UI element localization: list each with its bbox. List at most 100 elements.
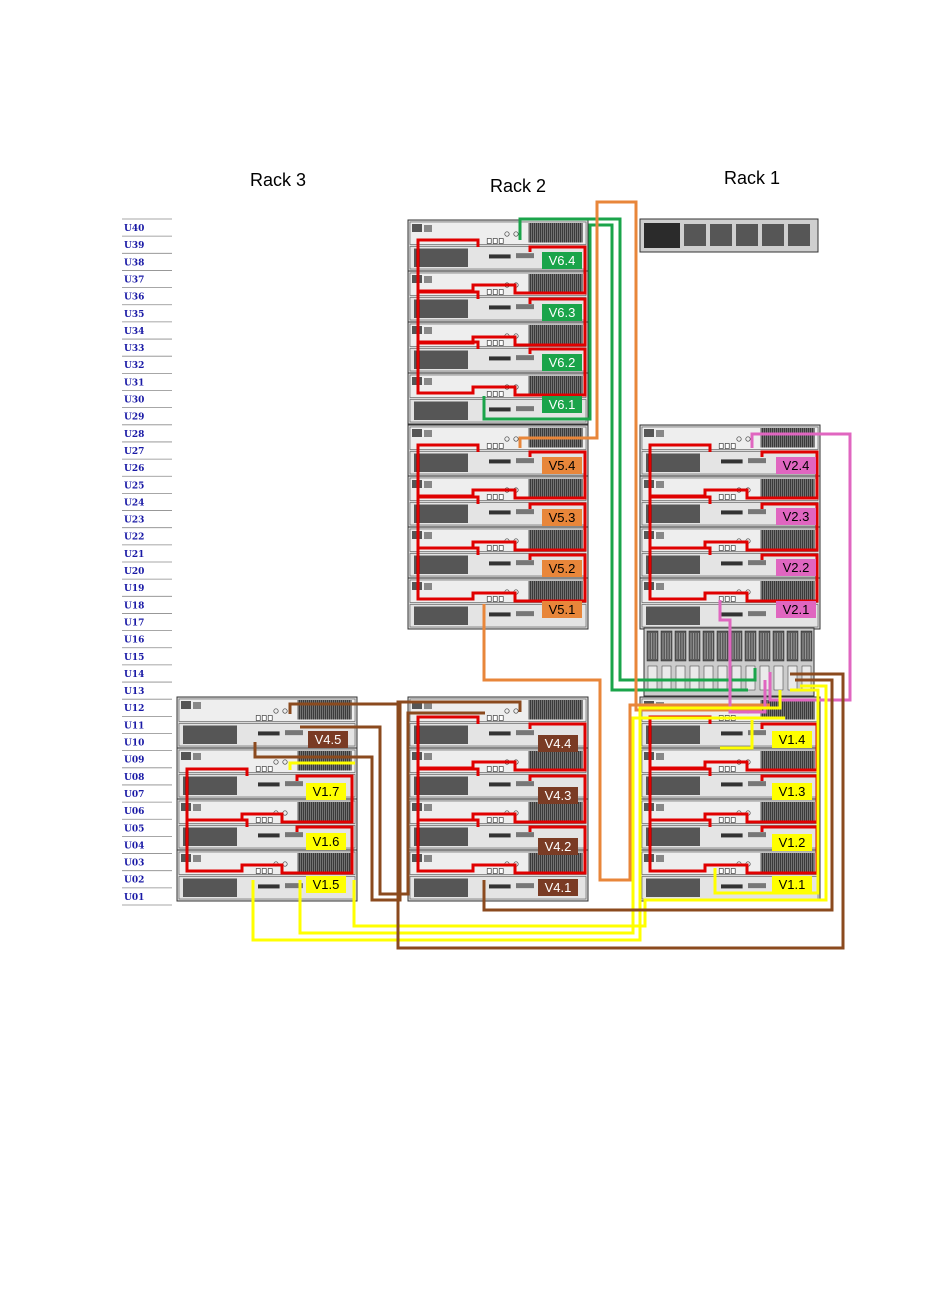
sas-port (730, 868, 736, 874)
sas-port (718, 766, 724, 772)
u-label: U03 (124, 859, 144, 869)
sas-port (730, 545, 736, 551)
port-block (516, 781, 534, 787)
port-block (721, 459, 743, 464)
switch-port (773, 665, 784, 691)
volume-label-bg (776, 508, 816, 525)
sas-port (486, 238, 492, 244)
volume-label-bg (542, 354, 582, 371)
sas-port (486, 596, 492, 602)
brown-cable (482, 678, 834, 912)
port-block (656, 532, 664, 539)
sas-port (486, 817, 492, 823)
port-block (516, 406, 534, 412)
sas-port (492, 289, 498, 295)
volume-label: V4.2 (538, 838, 578, 855)
u-label: U35 (124, 310, 144, 320)
drive-bay (528, 223, 583, 243)
volume-label-bg (776, 457, 816, 474)
port-block (748, 883, 766, 889)
port-block (193, 702, 201, 709)
volume-label: V5.1 (542, 601, 582, 618)
sas-port (498, 817, 504, 823)
port-block (489, 561, 511, 566)
drive-bay (414, 350, 468, 369)
u-label: U39 (124, 241, 144, 251)
switch-module (702, 630, 715, 662)
yellow-cable (713, 688, 820, 895)
port-block (721, 884, 743, 889)
switch-port (703, 665, 714, 691)
drive-bay (760, 581, 815, 601)
rack3-title: Rack 3 (250, 170, 306, 190)
port-block (285, 883, 303, 889)
volume-label-text: V4.5 (315, 732, 342, 747)
drive-bay (760, 751, 815, 771)
volume-label-text: V2.1 (783, 602, 810, 617)
drive-bay (646, 555, 700, 574)
switch-module (786, 630, 799, 662)
volume-label: V4.5 (308, 731, 348, 748)
drive-bay (297, 802, 352, 822)
yellow-cable (251, 690, 782, 942)
volume-label-bg (776, 559, 816, 576)
switch-module (744, 630, 757, 662)
sas-port (267, 766, 273, 772)
volume-label-text: V5.3 (549, 510, 576, 525)
drive-bay (528, 802, 583, 822)
drive-bay (528, 581, 583, 601)
sas-port (486, 715, 492, 721)
volume-label-bg (538, 735, 578, 752)
red-loop (416, 443, 587, 500)
drive-bay (414, 725, 468, 744)
red-loop (648, 818, 819, 875)
sas-port (718, 545, 724, 551)
drive-bay (528, 530, 583, 550)
sas-port (730, 494, 736, 500)
port-block (489, 833, 511, 838)
volume-label-text: V1.4 (779, 732, 806, 747)
server-panel (644, 223, 680, 248)
u-label: U16 (124, 636, 144, 646)
u-label: U13 (124, 687, 144, 697)
volume-label: V5.3 (542, 509, 582, 526)
red-loop (416, 546, 587, 603)
sas-port (267, 715, 273, 721)
fan-vent (282, 708, 288, 714)
u-label: U24 (124, 498, 144, 508)
sas-port (255, 715, 261, 721)
drive-bay (183, 725, 237, 744)
volume-label-text: V6.2 (549, 355, 576, 370)
sas-port (486, 289, 492, 295)
drive-bay (414, 776, 468, 795)
volume-label-bg (772, 834, 812, 851)
port-block (424, 276, 432, 283)
drive-bay (646, 725, 700, 744)
red-loop (416, 340, 587, 397)
sas-port (724, 766, 730, 772)
volume-label-bg (542, 457, 582, 474)
port-block (424, 225, 432, 232)
sas-port (498, 494, 504, 500)
port-block (748, 730, 766, 736)
port-block (656, 855, 664, 862)
volume-label: V6.3 (542, 304, 582, 321)
drive-bay (646, 878, 700, 897)
sas-port (724, 596, 730, 602)
u-label: U26 (124, 464, 144, 474)
brown-cable (253, 702, 402, 902)
volume-label-bg (542, 560, 582, 577)
volume-label-text: V4.1 (545, 880, 572, 895)
volume-label-bg (542, 396, 582, 413)
green-cable (518, 217, 757, 682)
sas-port (492, 494, 498, 500)
drive-bay (297, 751, 352, 771)
port-block (721, 510, 743, 515)
sas-port (255, 817, 261, 823)
sas-port (486, 868, 492, 874)
port-block (424, 532, 432, 539)
orange-cable (482, 604, 770, 882)
port-block (721, 612, 743, 617)
drive-bay (760, 802, 815, 822)
port-block (193, 753, 201, 760)
